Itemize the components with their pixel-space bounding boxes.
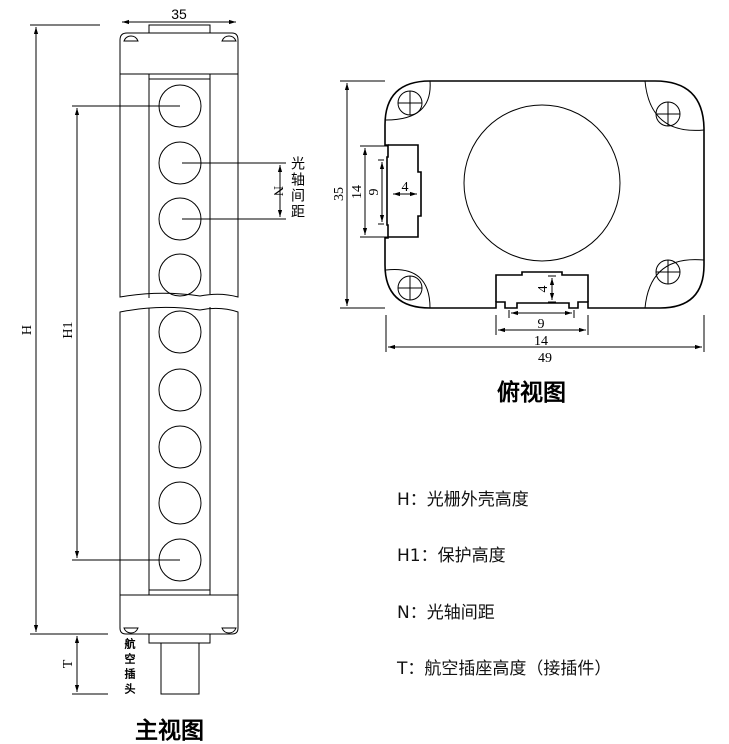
beam-lens [158,425,202,469]
width-dim-label: 35 [171,6,187,22]
legend-h1: H1：保护高度 [397,546,506,566]
legend-h: H：光栅外壳高度 [397,490,529,510]
screw-hole-icon [397,275,423,301]
h1-dim-label: H1 [61,321,76,338]
lower-rail [119,306,239,596]
screw-hole-icon [655,259,681,285]
h-dim-label: H [20,325,35,335]
legend-n: N：光轴间距 [397,603,495,623]
connector [160,642,200,695]
connector-label: 航空插头 [123,638,136,698]
upper-rail [119,73,239,298]
top-screw-slots [123,35,237,42]
screw-holes [397,90,681,301]
bottom-depth-dim: 4 [536,286,551,293]
height-dim: 35 [332,187,347,201]
beam-lens [158,481,202,525]
top-view-title: 俯视图 [497,379,566,406]
left-slot [388,144,422,238]
slot-outer-dim: 14 [350,185,365,199]
beam-lens [158,310,202,354]
beam-lenses [158,84,202,582]
top-view-outline [384,80,705,309]
screw-hole-icon [397,90,423,116]
screw-hole-icon [655,101,681,127]
axis-spacing-label: 光轴间距 [289,156,305,220]
n-dim-label: N [270,186,285,196]
bottom-cap [148,633,211,644]
width-dim: 49 [538,351,552,366]
front-view-title: 主视图 [135,717,204,744]
front-view: 35 H H1 T N [20,6,286,695]
bottom-slot [495,271,589,302]
legend-t: T：航空插座高度（接插件） [397,659,612,679]
beam-lens [158,253,202,297]
slot-depth-dim: 4 [402,180,409,195]
t-dim-label: T [61,659,76,668]
top-housing [119,32,239,75]
top-cap [148,24,211,34]
bottom-inner-dim: 9 [538,317,545,332]
slot-inner-dim: 9 [367,189,382,196]
beam-lens [158,368,202,412]
lens-window [463,104,621,262]
top-view: 35 14 9 4 4 9 14 49 [332,80,705,366]
